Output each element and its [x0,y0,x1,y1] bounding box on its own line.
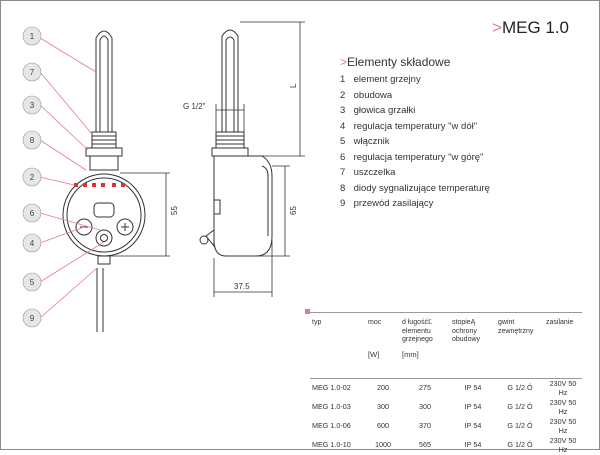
heating-element [95,30,113,132]
callout-number: 3 [30,101,35,110]
callout-bubble [22,130,42,150]
dimension-55 [110,172,170,257]
callout-bubble [22,26,42,46]
callout-number: 2 [30,173,35,182]
dimension-37-5 [213,240,273,297]
component-item: 2 obudowa [340,89,393,101]
col-header: gwint zewnętrzny [496,312,544,348]
units-row: [W] [mm] [310,348,582,379]
dimension-L [240,21,305,157]
callout-number: 7 [30,68,35,77]
logo-badge [93,202,115,218]
component-item: 6 regulacja temperatury "w górę" [340,151,484,163]
component-item: 5 włącznik [340,136,390,147]
component-item: 1 element grzejny [340,74,421,85]
callout-number: 5 [30,278,35,287]
spec-table: typ moc d ługośćĽ elementu grzejnego sto… [310,312,582,455]
unit-cell: [W] [368,349,380,359]
thread-label: G 1/2" [183,102,206,111]
callout-number: 6 [30,209,35,218]
dim-L-label: L [289,83,298,88]
col-header: typ [310,312,366,348]
components-heading: >Elementy składowe [340,55,451,69]
callouts [39,37,105,319]
callout-number: 9 [30,314,35,323]
callout-bubble [22,272,42,292]
callout-bubble [22,95,42,115]
side-heating-element [221,29,239,132]
col-header: d ługośćĽ elementu grzejnego [400,312,450,348]
components-list: 1 element grzejny 2 obudowa 3 głowica gr… [340,72,490,212]
dim-65-label: 65 [289,206,298,215]
callout-bubble [22,308,42,328]
component-item: 8 diody sygnalizujące temperaturę [340,182,490,194]
col-header: zasilanie [544,312,582,348]
callout-bubble [22,62,42,82]
table-marker [305,309,310,314]
callout-number: 1 [30,32,35,41]
col-header: moc [366,312,400,348]
unit-cell: [mm] [402,349,419,359]
table-header-row: typ moc d ługośćĽ elementu grzejnego sto… [310,312,582,348]
thread-dimension [215,104,245,132]
component-item: 9 przewód zasilający [340,198,434,209]
dim-55-label: 55 [170,206,179,215]
side-housing [213,155,273,257]
component-item: 3 głowica grzałki [340,105,416,116]
callout-bubble [22,167,42,187]
callout-bubble [22,203,42,223]
dim-37-5-label: 37.5 [234,282,250,291]
callout-bubble [22,233,42,253]
dimension-65 [258,165,290,257]
col-header: stopieĄ ochrony obudowy [450,312,496,348]
component-item: 4 regulacja temperatury "w dół" [340,120,478,132]
callout-number: 8 [30,136,35,145]
front-view [62,30,146,332]
side-view [199,29,273,257]
up-button [116,218,134,236]
led-row [74,183,125,187]
down-button [75,218,93,236]
callout-number: 4 [30,239,35,248]
page-title: >MEG 1.0 [492,18,570,37]
power-switch [95,229,113,247]
callout-bubbles: 1 7 3 8 2 6 4 5 9 [22,26,42,328]
component-item: 7 uszczelka [340,167,396,178]
